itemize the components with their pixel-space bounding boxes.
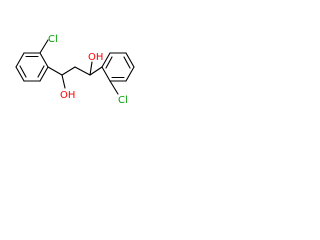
bond [61,66,76,76]
diol-chain [47,61,103,89]
chlorine-label-top: Cl [48,34,58,45]
bond [101,66,111,82]
bond [15,66,25,82]
double-bond-inner [123,56,131,69]
bond [61,74,66,89]
bond [101,52,111,68]
left-benzene-ring [15,52,49,82]
bond [47,66,63,76]
double-bond-inner [19,65,27,78]
bond [109,80,119,95]
bond [89,61,93,76]
molecule-drawing: Cl OH OH Cl [15,34,135,106]
hydroxyl-label-lower: OH [60,90,75,101]
right-benzene-ring [101,52,135,82]
double-bond-inner [37,65,45,78]
bond [74,66,91,76]
bond [125,66,135,82]
hydroxyl-label-upper: OH [88,52,103,63]
chlorine-label-right: Cl [118,95,128,106]
bond [39,52,49,68]
bond [15,52,25,68]
bond [89,66,103,76]
bond [125,52,135,68]
bond [39,39,49,54]
double-bond-inner [105,56,113,69]
bond [39,66,49,82]
structure-diagram: Cl OH OH Cl [0,0,150,150]
